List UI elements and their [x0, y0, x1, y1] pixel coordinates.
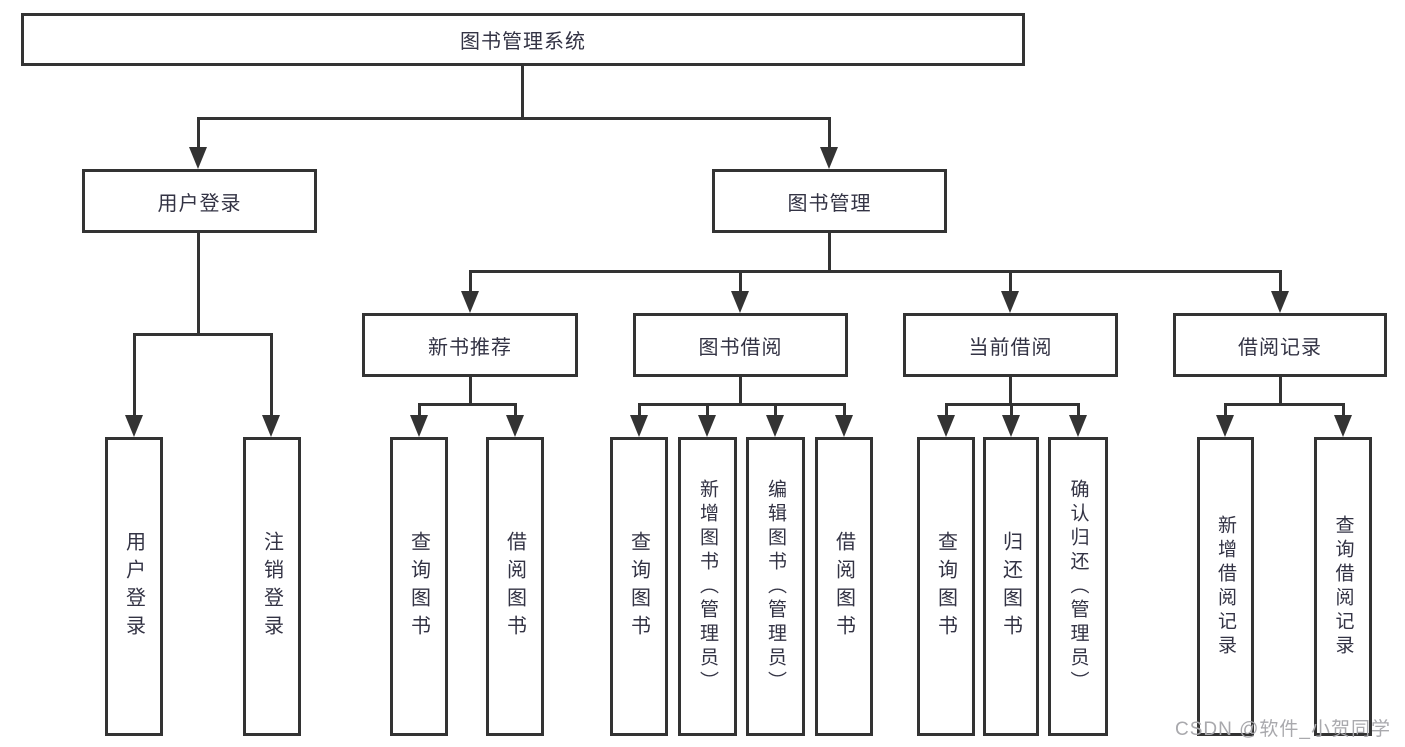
arrow-down-icon	[698, 415, 716, 437]
arrow-down-icon	[835, 415, 853, 437]
arrow-down-icon	[766, 415, 784, 437]
arrow-down-icon	[1069, 415, 1087, 437]
arrow-down-icon	[410, 415, 428, 437]
arrow-down-icon	[731, 291, 749, 313]
connector-line	[1342, 403, 1345, 417]
connector-line	[638, 403, 641, 417]
connector-line	[774, 403, 777, 417]
leaf-return-books: 归还图书	[983, 437, 1039, 736]
arrow-down-icon	[1002, 415, 1020, 437]
node-book-borrow: 图书借阅	[633, 313, 848, 377]
leaf-add-book-admin: 新增图书（管理员）	[678, 437, 737, 736]
connector-line	[418, 403, 421, 417]
arrow-down-icon	[1271, 291, 1289, 313]
connector-line	[1224, 403, 1344, 406]
connector-line	[1224, 403, 1227, 417]
arrow-down-icon	[820, 147, 838, 169]
connector-line	[843, 403, 846, 417]
arrow-down-icon	[1334, 415, 1352, 437]
leaf-borrow-books-newbooks: 借阅图书	[486, 437, 544, 736]
arrow-down-icon	[937, 415, 955, 437]
connector-line	[1279, 270, 1282, 296]
node-book-mgmt: 图书管理	[712, 169, 947, 233]
connector-line	[197, 117, 831, 120]
arrow-down-icon	[506, 415, 524, 437]
connector-line	[418, 403, 517, 406]
connector-line	[133, 333, 136, 417]
connector-line	[469, 270, 472, 296]
arrow-down-icon	[1216, 415, 1234, 437]
connector-line	[469, 270, 1281, 273]
node-root: 图书管理系统	[21, 13, 1025, 66]
leaf-query-books-borrow: 查询图书	[610, 437, 668, 736]
connector-line	[514, 403, 517, 417]
connector-line	[706, 403, 709, 417]
leaf-query-books-current: 查询图书	[917, 437, 975, 736]
connector-line	[1077, 403, 1080, 417]
connector-line	[638, 403, 846, 406]
connector-line	[469, 377, 472, 405]
arrow-down-icon	[630, 415, 648, 437]
connector-line	[521, 66, 524, 119]
connector-line	[1010, 403, 1013, 417]
connector-line	[739, 270, 742, 296]
connector-line	[945, 403, 948, 417]
leaf-confirm-return-admin: 确认归还（管理员）	[1048, 437, 1108, 736]
node-new-books: 新书推荐	[362, 313, 578, 377]
leaf-logout: 注销登录	[243, 437, 301, 736]
connector-line	[133, 333, 272, 336]
node-current-borrow: 当前借阅	[903, 313, 1118, 377]
node-user-login: 用户登录	[82, 169, 317, 233]
connector-line	[197, 117, 200, 149]
watermark: CSDN @软件_小贺同学	[1175, 719, 1391, 740]
arrow-down-icon	[461, 291, 479, 313]
arrow-down-icon	[189, 147, 207, 169]
leaf-borrow-books-borrow: 借阅图书	[815, 437, 873, 736]
connector-line	[828, 233, 831, 273]
leaf-add-borrow-record: 新增借阅记录	[1197, 437, 1254, 736]
arrow-down-icon	[125, 415, 143, 437]
leaf-query-books-newbooks: 查询图书	[390, 437, 448, 736]
connector-line	[1009, 270, 1012, 296]
connector-line	[270, 333, 273, 417]
leaf-edit-book-admin: 编辑图书（管理员）	[746, 437, 805, 736]
node-borrow-records: 借阅记录	[1173, 313, 1387, 377]
connector-line	[828, 117, 831, 149]
connector-line	[1279, 377, 1282, 405]
connector-line	[197, 233, 200, 336]
leaf-user-login: 用户登录	[105, 437, 163, 736]
leaf-query-borrow-record: 查询借阅记录	[1314, 437, 1372, 736]
connector-line	[1009, 377, 1012, 405]
connector-line	[739, 377, 742, 405]
arrow-down-icon	[262, 415, 280, 437]
arrow-down-icon	[1001, 291, 1019, 313]
